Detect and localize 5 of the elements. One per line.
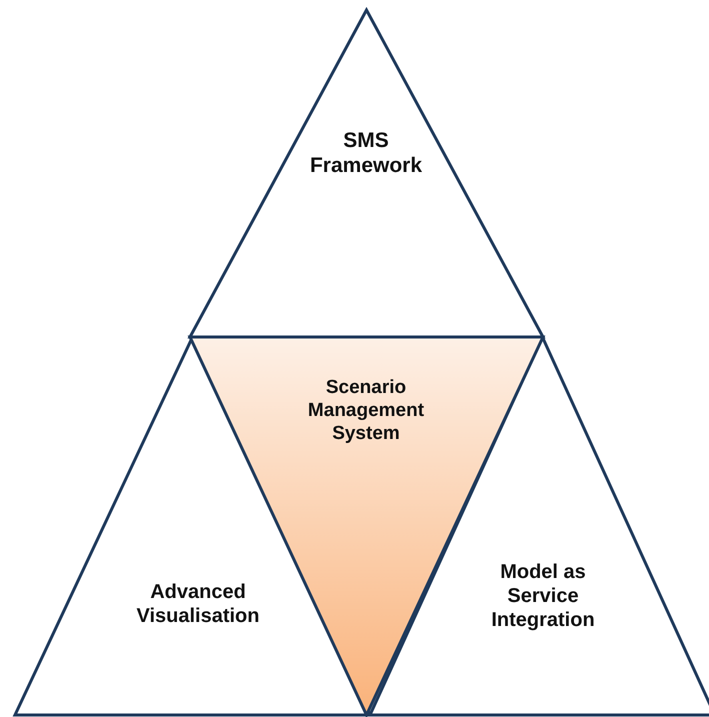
panel-label: Scenario Management System: [306, 377, 426, 446]
panel-label: SMS Framework: [308, 128, 424, 178]
panel-label: Advanced Visualisation: [135, 580, 260, 628]
panel-label: Model as Service Integration: [490, 560, 596, 632]
triangle-panel: [190, 10, 543, 337]
